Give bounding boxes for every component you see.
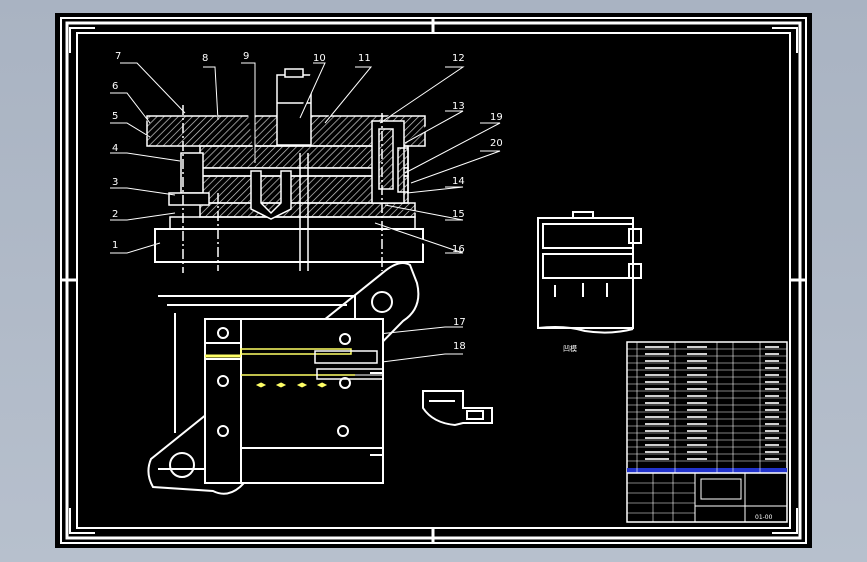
strip-outline [314,350,384,380]
callout-1: 1 [112,240,118,251]
callout-7: 7 [115,51,121,62]
drawing-frame [60,17,807,544]
callout-6: 6 [112,81,118,92]
callout-12: 12 [452,53,465,64]
callout-11: 11 [358,53,371,64]
callout-labels: 7 8 9 10 11 12 6 5 13 19 4 20 3 14 2 15 … [112,51,503,352]
callout-3: 3 [112,177,118,188]
callout-10: 10 [313,53,326,64]
drawing-sheet: 7 8 9 10 11 12 6 5 13 19 4 20 3 14 2 15 … [55,13,812,548]
callout-15: 15 [452,209,465,220]
section-view [146,68,426,273]
callout-5: 5 [112,111,118,122]
detail-view-label: 凹模 [563,344,577,353]
title-block: 01-00 [626,341,788,523]
leader-lines [110,62,501,369]
drawing-number: 01-00 [755,514,773,521]
callout-18: 18 [453,341,466,352]
detail-view [537,211,642,334]
callout-17: 17 [453,317,466,328]
callout-19: 19 [490,112,503,123]
callout-2: 2 [112,209,118,220]
callout-13: 13 [452,101,465,112]
workpiece-view [422,390,493,427]
callout-14: 14 [452,176,465,187]
callout-4: 4 [112,143,118,154]
callout-20: 20 [490,138,503,149]
callout-16: 16 [452,244,465,255]
callout-8: 8 [202,53,208,64]
callout-9: 9 [243,51,249,62]
